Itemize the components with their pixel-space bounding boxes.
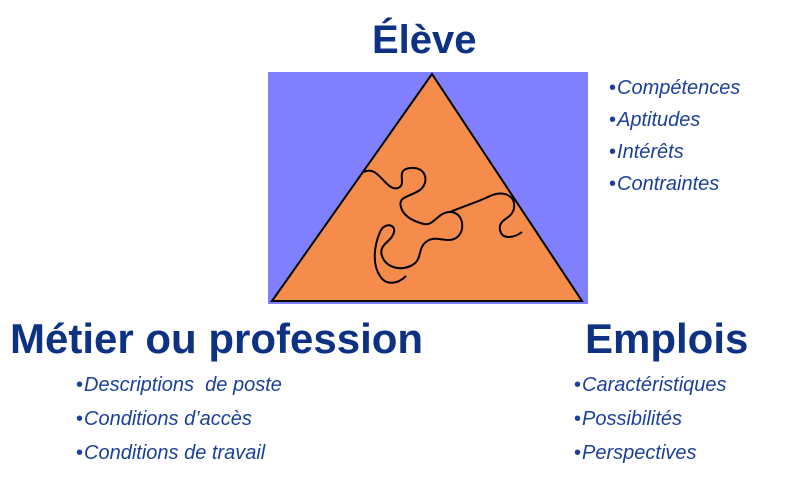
- list-item-text: Descriptions de poste: [84, 374, 282, 396]
- list-item-text: Conditions de travail: [84, 442, 266, 464]
- bullet: •: [609, 173, 617, 195]
- puzzle-seam-lower: [373, 224, 427, 284]
- bullet: •: [574, 442, 582, 464]
- bullet: •: [76, 442, 84, 464]
- list-item-text: Intérêts: [617, 141, 684, 163]
- bullet: •: [609, 141, 617, 163]
- bullet: •: [574, 374, 582, 396]
- list-item-text: Possibilités: [582, 408, 683, 430]
- eleve-list: •Compétences •Aptitudes •Intérêts •Contr…: [609, 78, 740, 206]
- bullet: •: [76, 374, 84, 396]
- list-item: •Intérêts: [609, 142, 740, 174]
- list-item: •Aptitudes: [609, 110, 740, 142]
- emplois-list: •Caractéristiques •Possibilités •Perspec…: [574, 375, 727, 477]
- list-item: •Descriptions de poste: [76, 375, 282, 409]
- list-item-text: Conditions d’accès: [84, 408, 252, 430]
- list-item: •Conditions d’accès: [76, 409, 282, 443]
- list-item-text: Compétences: [617, 77, 741, 99]
- metier-list: •Descriptions de poste •Conditions d’acc…: [76, 375, 282, 477]
- list-item-text: Aptitudes: [617, 109, 701, 131]
- title-emplois: Emplois: [585, 315, 749, 362]
- title-metier: Métier ou profession: [10, 315, 424, 362]
- puzzle-seam-right: [449, 192, 523, 238]
- list-item: •Compétences: [609, 78, 740, 110]
- list-item: •Contraintes: [609, 174, 740, 206]
- list-item: •Caractéristiques: [574, 375, 727, 409]
- puzzle-seam-upper: [363, 166, 464, 243]
- list-item-text: Contraintes: [617, 173, 720, 195]
- bullet: •: [574, 408, 582, 430]
- bullet: •: [609, 109, 617, 131]
- list-item: •Possibilités: [574, 409, 727, 443]
- title-eleve: Élève: [372, 18, 477, 62]
- triangle: [270, 72, 584, 302]
- list-item: •Conditions de travail: [76, 443, 282, 477]
- puzzle-triangle-diagram: [268, 72, 588, 304]
- list-item: •Perspectives: [574, 443, 727, 477]
- list-item-text: Perspectives: [582, 442, 697, 464]
- list-item-text: Caractéristiques: [582, 374, 727, 396]
- bullet: •: [76, 408, 84, 430]
- bullet: •: [609, 77, 617, 99]
